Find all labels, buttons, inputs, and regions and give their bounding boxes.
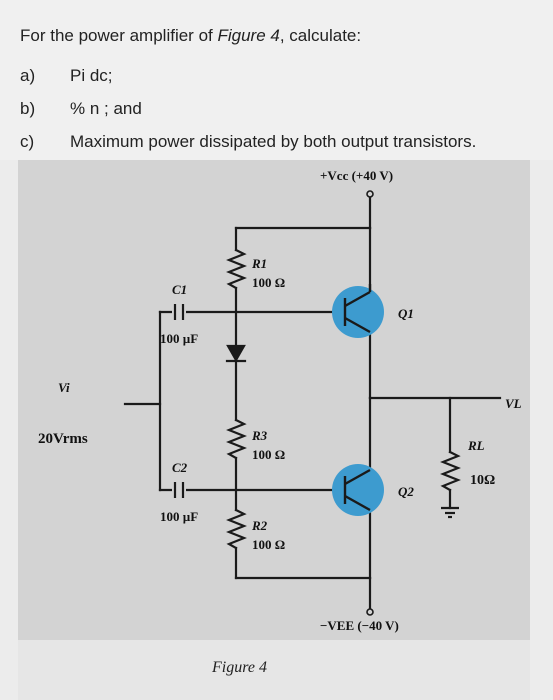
vcc-terminal: [366, 190, 374, 198]
c1-name: C1: [172, 282, 187, 297]
c2-value: 100 µF: [160, 509, 198, 524]
c2-name: C2: [172, 460, 188, 475]
diode-symbol: [226, 344, 246, 363]
question-intro: For the power amplifier of Figure 4, cal…: [20, 26, 362, 45]
r2-zigzag: [226, 508, 247, 550]
r3-zigzag: [226, 418, 247, 460]
rl-zigzag: [440, 450, 461, 492]
item-b-text: % n ; and: [70, 99, 142, 118]
r1-name: R1: [251, 256, 267, 271]
q1-label: Q1: [398, 306, 414, 321]
item-b-letter: b): [20, 99, 36, 118]
rl-name: RL: [467, 438, 485, 453]
vee-label: −VEE (−40 V): [320, 618, 399, 633]
vl-label: VL: [505, 396, 522, 411]
figure-panel: [18, 160, 530, 640]
r2-name: R2: [251, 518, 268, 533]
capacitor-c2: [172, 480, 186, 500]
transistor-q2: [332, 464, 384, 516]
q2-label: Q2: [398, 484, 414, 499]
ground-symbol: [441, 506, 459, 519]
c1-value: 100 µF: [160, 331, 198, 346]
figure-bottom-area: [18, 640, 530, 700]
capacitor-c1: [172, 302, 186, 322]
r2-value: 100 Ω: [252, 537, 285, 552]
rl-value: 10Ω: [470, 473, 495, 488]
figure-caption: Figure 4: [211, 659, 267, 676]
vi-label: Vi: [58, 380, 70, 395]
transistor-q1: [332, 284, 384, 338]
input-source-value: 20Vrms: [38, 431, 88, 447]
r1-zigzag: [226, 248, 247, 290]
vcc-label: +Vcc (+40 V): [320, 168, 393, 183]
r1-value: 100 Ω: [252, 275, 285, 290]
question-area: For the power amplifier of Figure 4, cal…: [0, 0, 553, 160]
r3-name: R3: [251, 428, 268, 443]
item-c-text: Maximum power dissipated by both output …: [70, 132, 477, 151]
item-a-letter: a): [20, 66, 36, 85]
item-a-text: Pi dc;: [70, 66, 113, 85]
r3-value: 100 Ω: [252, 447, 285, 462]
item-c-letter: c): [20, 132, 35, 151]
vee-terminal: [366, 608, 374, 616]
